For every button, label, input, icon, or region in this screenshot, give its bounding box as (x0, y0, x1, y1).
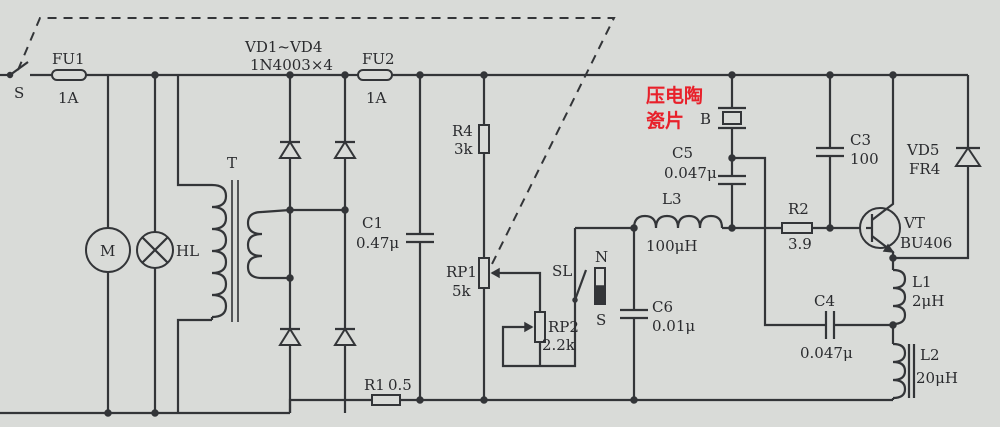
label-fu1-value: 1A (58, 89, 79, 107)
label-r1-value: 0.5 (388, 376, 412, 394)
label-c5: C5 (672, 144, 693, 162)
fuse-fu2: FU2 1A (345, 50, 968, 107)
label-fu1: FU1 (52, 50, 85, 68)
reed-switch-sl: SL N S (552, 226, 634, 329)
label-r1: R1 (364, 376, 385, 394)
label-c6-value: 0.01μ (652, 317, 695, 335)
label-vt: VT (903, 214, 925, 232)
label-rp1-value: 5k (452, 282, 472, 300)
label-m: M (100, 242, 115, 260)
fuse-fu1: FU1 1A (51, 50, 87, 107)
label-rp2: RP2 (548, 318, 579, 336)
lamp-hl: HL (136, 71, 199, 417)
diode-vd5: VD5 FR4 (889, 75, 982, 262)
label-r2: R2 (788, 200, 809, 218)
label-s-pole: S (596, 311, 606, 329)
capacitor-c6: C6 0.01μ (620, 224, 695, 404)
inductor-l1: L1 2μH (889, 258, 944, 329)
motor-m: M (85, 75, 131, 417)
label-fu2-value: 1A (366, 89, 387, 107)
label-piezo-line2: 瓷片 (646, 109, 684, 132)
transistor-vt: VT BU406 (859, 71, 952, 258)
label-s: S (14, 84, 24, 102)
label-sl: SL (552, 262, 572, 280)
potentiometer-rp2: RP2 2.2k (501, 228, 579, 368)
label-l1: L1 (912, 273, 932, 291)
label-fu2: FU2 (362, 50, 395, 68)
capacitor-c5: C5 0.047μ (664, 144, 810, 327)
label-n: N (595, 248, 608, 266)
label-r4: R4 (452, 122, 473, 140)
label-r2-value: 3.9 (788, 235, 812, 253)
label-t: T (227, 154, 237, 172)
label-rp2-value: 2.2k (542, 336, 576, 354)
label-vd-type: 1N4003×4 (250, 56, 333, 74)
label-l3: L3 (662, 190, 682, 208)
piezo-ceramic-b: B 压电陶 瓷片 (646, 71, 746, 162)
label-vd5: VD5 (906, 141, 939, 159)
label-c3-value: 100 (850, 150, 879, 168)
label-hl: HL (176, 242, 199, 260)
label-rp1: RP1 (446, 263, 477, 281)
resistor-r1: R1 0.5 (288, 376, 893, 413)
label-l1-value: 2μH (912, 292, 944, 310)
power-switch-s: S (6, 17, 616, 269)
label-vd5-type: FR4 (909, 160, 940, 178)
label-l2-value: 20μH (916, 369, 958, 387)
bridge-rectifier: VD1~VD4 1N4003×4 (230, 38, 357, 415)
capacitor-c3: C3 100 (816, 71, 879, 228)
label-c1-value: 0.47μ (356, 234, 399, 252)
label-r4-value: 3k (454, 140, 474, 158)
resistor-r4: R4 3k (452, 71, 490, 258)
label-vt-type: BU406 (900, 234, 952, 252)
label-c6: C6 (652, 298, 673, 316)
capacitor-c4: C4 0.047μ (800, 292, 893, 362)
label-piezo-line1: 压电陶 (646, 84, 703, 107)
inductor-l3: L3 100μH (632, 190, 782, 255)
label-b: B (700, 110, 711, 128)
resistor-r2: R2 3.9 (781, 200, 866, 253)
label-l2: L2 (920, 346, 940, 364)
label-l3-value: 100μH (646, 237, 697, 255)
inductor-l2: L2 20μH (891, 325, 958, 400)
label-c4: C4 (814, 292, 835, 310)
transformer-t: T (176, 75, 291, 413)
label-c1: C1 (362, 214, 383, 232)
capacitor-c1: C1 0.47μ (356, 71, 434, 404)
label-c4-value: 0.047μ (800, 344, 853, 362)
label-vd-range: VD1~VD4 (244, 38, 322, 56)
label-c5-value: 0.047μ (664, 164, 717, 182)
label-c3: C3 (850, 131, 871, 149)
potentiometer-rp1: RP1 5k (446, 257, 542, 404)
